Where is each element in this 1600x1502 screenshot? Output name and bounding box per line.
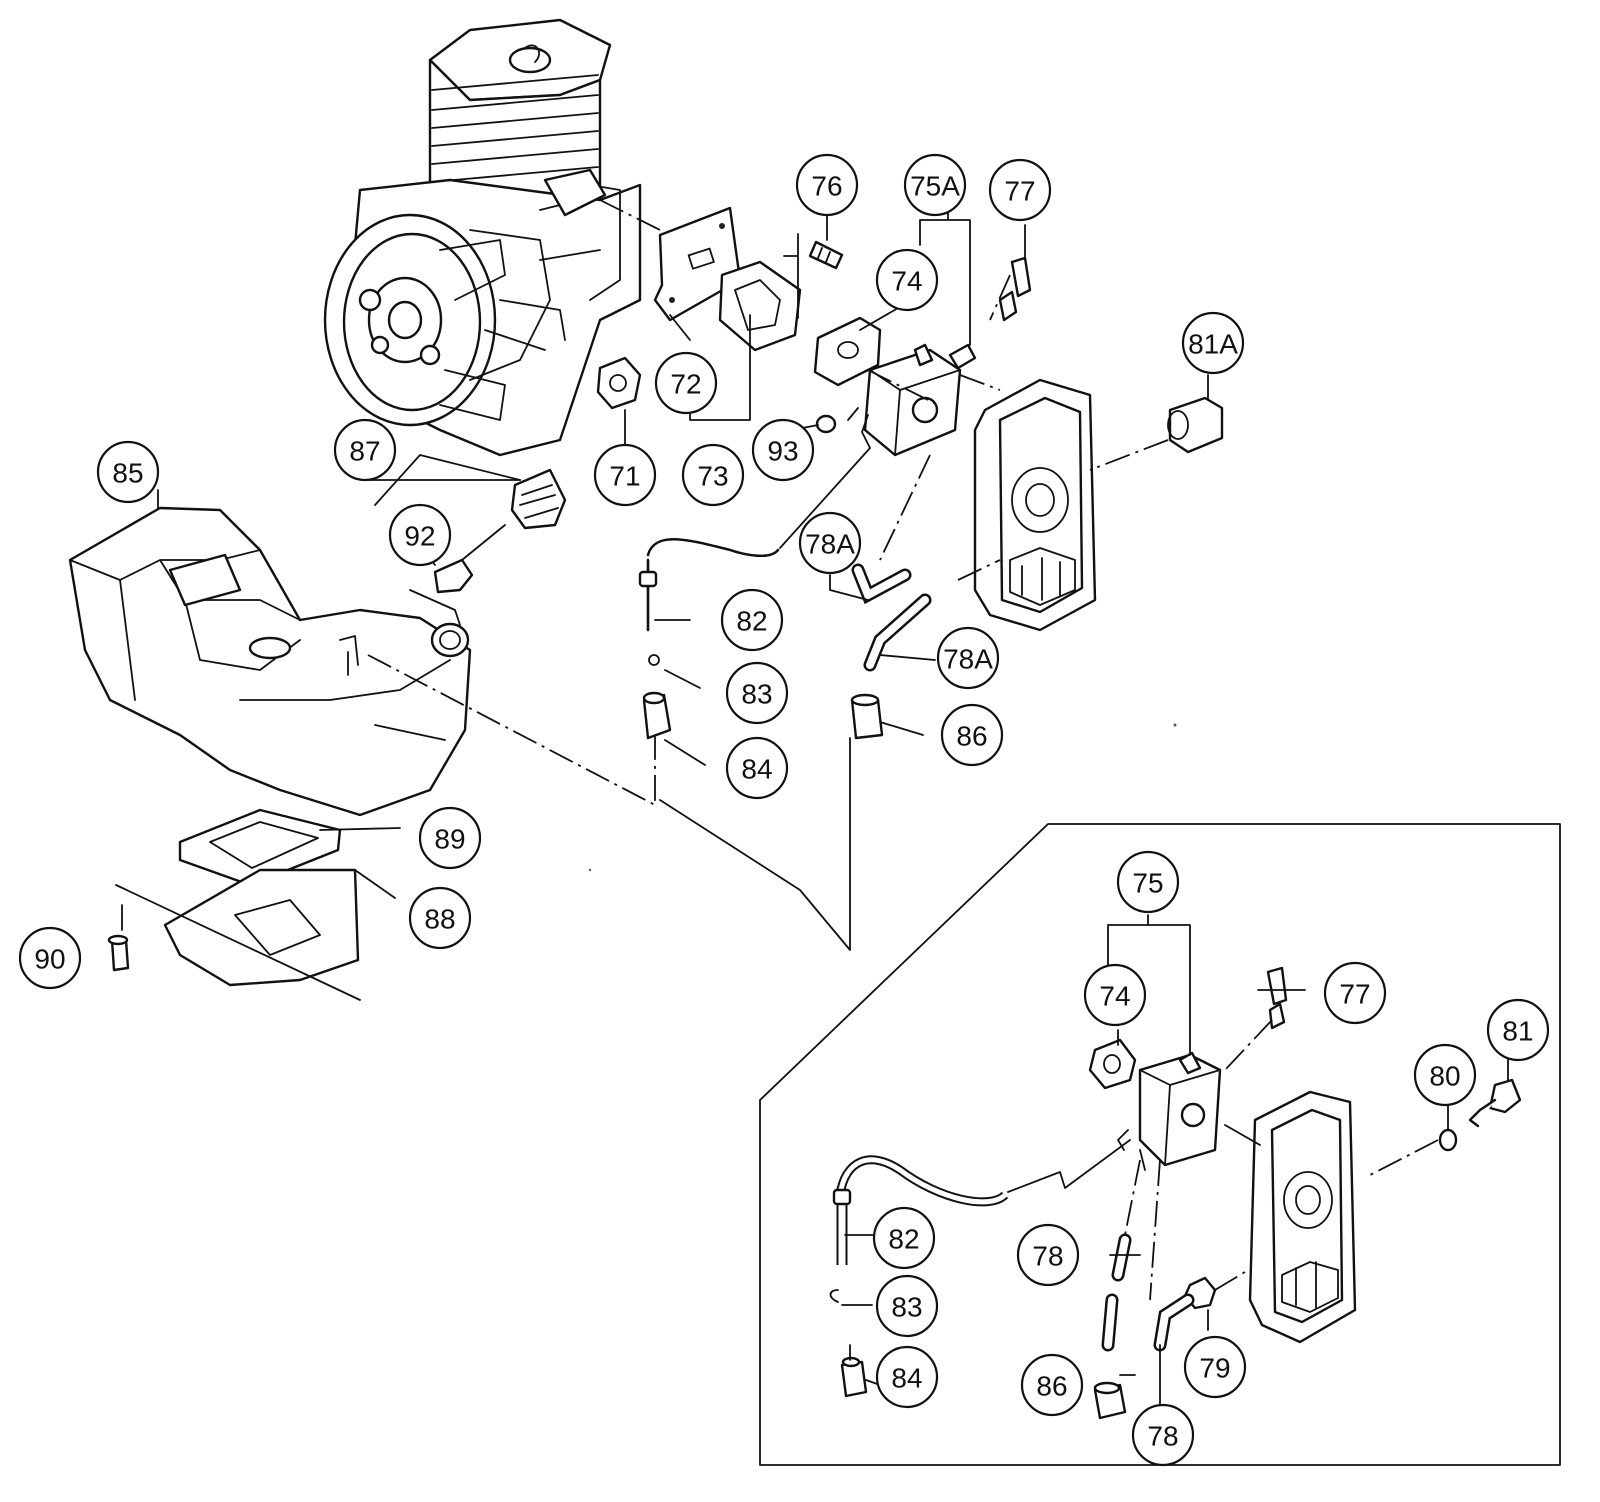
guard-88-drawing bbox=[163, 868, 360, 987]
screw-90-drawing bbox=[107, 934, 130, 972]
callout-label: 73 bbox=[697, 461, 728, 492]
clip-77-drawing bbox=[998, 256, 1032, 322]
fuel-tank-85-drawing bbox=[68, 506, 472, 817]
callout-label: 71 bbox=[609, 461, 640, 492]
callout-inset-81: 81 bbox=[1486, 998, 1550, 1062]
callout-label: 76 bbox=[811, 171, 842, 202]
air-cleaner-case-main-drawing bbox=[973, 378, 1097, 632]
callout-87: 87 bbox=[333, 418, 397, 482]
callout-92: 92 bbox=[388, 503, 452, 567]
callout-71: 71 bbox=[593, 443, 657, 507]
callout-label: 90 bbox=[34, 944, 65, 975]
callout-inset-80: 80 bbox=[1413, 1043, 1477, 1107]
callout-86: 86 bbox=[940, 703, 1004, 767]
callout-label: 84 bbox=[891, 1363, 922, 1394]
air-cleaner-case-inset-drawing bbox=[1248, 1090, 1357, 1344]
callout-88: 88 bbox=[408, 886, 472, 950]
callout-inset-78-bottom: 78 bbox=[1131, 1403, 1195, 1467]
callout-label: 88 bbox=[424, 904, 455, 935]
callout-inset-75: 75 bbox=[1116, 850, 1180, 914]
clip-77-inset-drawing bbox=[1266, 966, 1288, 1030]
callout-85: 85 bbox=[96, 440, 160, 504]
callout-inset-83: 83 bbox=[875, 1274, 939, 1338]
callout-inset-79: 79 bbox=[1183, 1335, 1247, 1399]
callout-label: 79 bbox=[1199, 1353, 1230, 1384]
callout-76: 76 bbox=[795, 153, 859, 217]
callout-label: 92 bbox=[404, 521, 435, 552]
carburetor-inset-drawing bbox=[1088, 1038, 1222, 1171]
callout-label: 86 bbox=[956, 721, 987, 752]
callout-label: 82 bbox=[888, 1224, 919, 1255]
fuel-filter-84-drawing bbox=[642, 691, 672, 740]
callout-73: 73 bbox=[681, 443, 745, 507]
callout-label: 80 bbox=[1429, 1061, 1460, 1092]
fuel-hose-78-inset-drawing bbox=[1101, 1233, 1195, 1352]
callout-90: 90 bbox=[18, 926, 82, 990]
callout-label: 85 bbox=[112, 458, 143, 489]
washer-80-drawing bbox=[1438, 1128, 1458, 1152]
callout-inset-77: 77 bbox=[1323, 961, 1387, 1025]
plate-89-drawing bbox=[178, 808, 342, 887]
callout-label: 72 bbox=[670, 369, 701, 400]
callout-82: 82 bbox=[720, 588, 784, 652]
callout-label: 86 bbox=[1036, 1371, 1067, 1402]
part-71-drawing bbox=[596, 356, 642, 410]
callout-label: 78A bbox=[943, 644, 993, 675]
callout-label: 75A bbox=[910, 171, 960, 202]
callout-label: 82 bbox=[736, 606, 767, 637]
callout-inset-84: 84 bbox=[875, 1345, 939, 1409]
callout-label: 74 bbox=[891, 266, 922, 297]
callout-label: 93 bbox=[767, 436, 798, 467]
callout-74: 74 bbox=[875, 248, 939, 312]
grommet-86-inset-drawing bbox=[1093, 1381, 1127, 1420]
engine-crankcase-drawing bbox=[323, 18, 642, 457]
callout-label: 81A bbox=[1188, 329, 1238, 360]
callout-77: 77 bbox=[988, 158, 1052, 222]
callout-label: 78 bbox=[1032, 1241, 1063, 1272]
callout-label: 89 bbox=[434, 824, 465, 855]
callout-label: 83 bbox=[891, 1292, 922, 1323]
callout-label: 75 bbox=[1132, 868, 1163, 899]
callout-label: 74 bbox=[1099, 981, 1130, 1012]
strainer-92-drawing bbox=[433, 524, 506, 594]
callout-label: 84 bbox=[741, 754, 772, 785]
callout-label: 77 bbox=[1004, 176, 1035, 207]
callout-label: 78A bbox=[805, 529, 855, 560]
callout-89: 89 bbox=[418, 806, 482, 870]
callout-93: 93 bbox=[751, 418, 815, 482]
carburetor-main-drawing bbox=[813, 316, 977, 457]
callout-inset-86: 86 bbox=[1020, 1353, 1084, 1417]
callout-78A-top: 78A bbox=[798, 511, 862, 575]
callout-81A: 81A bbox=[1181, 311, 1245, 375]
fuel-pipe-82-inset-drawing bbox=[832, 1155, 1009, 1265]
air-filter-81A-drawing bbox=[1167, 396, 1224, 454]
callout-label: 83 bbox=[741, 679, 772, 710]
screw-76-drawing bbox=[808, 240, 844, 270]
callout-84: 84 bbox=[725, 736, 789, 800]
callout-label: 81 bbox=[1502, 1016, 1533, 1047]
fuel-hose-78A-drawing bbox=[851, 563, 932, 672]
callout-label: 77 bbox=[1339, 979, 1370, 1010]
grommet-86-drawing bbox=[850, 693, 884, 740]
callout-72: 72 bbox=[654, 351, 718, 415]
callout-label: 78 bbox=[1147, 1421, 1178, 1452]
callout-label: 87 bbox=[349, 436, 380, 467]
fuel-filter-84-inset-drawing bbox=[840, 1344, 868, 1398]
insulator-gasket-72-drawing bbox=[653, 206, 742, 322]
callout-inset-82: 82 bbox=[872, 1206, 936, 1270]
fuel-cap-87-drawing bbox=[510, 468, 567, 530]
callout-83: 83 bbox=[725, 661, 789, 725]
callout-75A: 75A bbox=[903, 153, 967, 217]
callout-inset-74: 74 bbox=[1083, 963, 1147, 1027]
callout-inset-78-left: 78 bbox=[1016, 1223, 1080, 1287]
fuel-pipe-82-drawing bbox=[638, 538, 780, 632]
insulator-73-drawing bbox=[718, 260, 802, 352]
air-filter-81-inset-drawing bbox=[1468, 1078, 1522, 1128]
callout-78A-bottom: 78A bbox=[936, 626, 1000, 690]
